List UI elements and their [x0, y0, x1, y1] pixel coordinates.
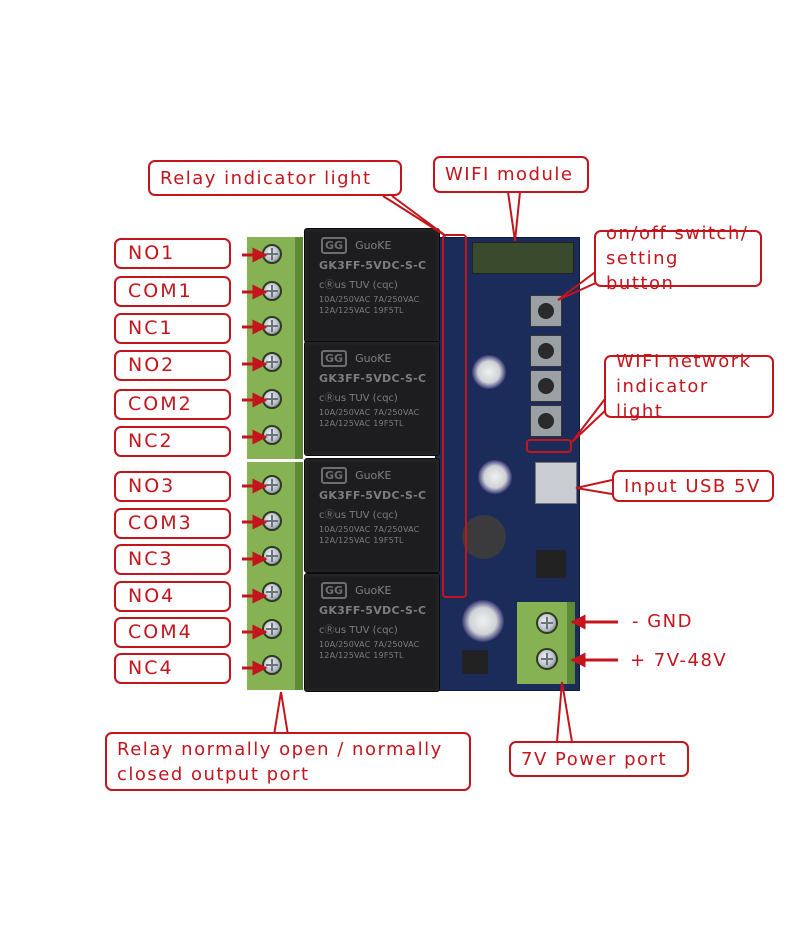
callout-wifi-module: WIFI module — [433, 156, 589, 193]
onoff-switch-leader — [557, 269, 599, 301]
relay-indicator-highlight — [442, 234, 467, 598]
wifi-indicator-leader — [571, 394, 609, 443]
usb-port[interactable] — [535, 462, 577, 504]
pin-label-no3: NO3 — [114, 471, 231, 502]
relay-cert: cⓇus TUV (cqc) — [319, 393, 398, 404]
ic-chip — [536, 550, 566, 578]
relay-spec-2: 12A/125VAC 19F5TL — [319, 306, 404, 315]
callout-input-usb: Input USB 5V — [612, 470, 774, 502]
pin-label-com3: COM3 — [114, 508, 231, 539]
relay-spec-2: 12A/125VAC 19F5TL — [319, 536, 404, 545]
pin-label-text: NC1 — [128, 317, 174, 339]
setting-button-s3[interactable] — [530, 370, 562, 402]
pin-label-text: NO4 — [128, 585, 176, 607]
callout-output-port-line1: Relay normally open / normally — [117, 738, 443, 760]
relay-logo: GG — [321, 582, 348, 599]
inductor — [462, 515, 506, 559]
power-port-leader — [556, 681, 573, 743]
relay-model: GK3FF-5VDC-S-C — [319, 259, 427, 272]
relay-model: GK3FF-5VDC-S-C — [319, 604, 427, 617]
wifi-module-chip — [472, 242, 574, 274]
relay-logo: GG — [321, 467, 348, 484]
relay-spec-1: 10A/250VAC 7A/250VAC — [319, 408, 420, 417]
regulator-chip — [462, 650, 488, 674]
relay-model: GK3FF-5VDC-S-C — [319, 489, 427, 502]
pin-label-no2: NO2 — [114, 350, 231, 381]
callout-power-port: 7V Power port — [509, 741, 689, 777]
relay-brand: GuoKE — [355, 584, 392, 597]
callout-output-port-line2: closed output port — [117, 763, 310, 785]
relay-cert: cⓇus TUV (cqc) — [319, 510, 398, 521]
callout-wifi-network-line1: WIFI network — [616, 351, 752, 372]
relay-spec-1: 10A/250VAC 7A/250VAC — [319, 640, 420, 649]
relay-logo: GG — [321, 237, 348, 254]
callout-wifi-module-text: WIFI module — [445, 164, 574, 185]
relay-spec-2: 12A/125VAC 19F5TL — [319, 651, 404, 660]
callout-onoff-switch-line2: setting button — [606, 248, 679, 294]
relay-logo: GG — [321, 350, 348, 367]
callout-output-port: Relay normally open / normally closed ou… — [105, 732, 471, 791]
relay-spec-1: 10A/250VAC 7A/250VAC — [319, 295, 420, 304]
relay-4: GG GuoKE GK3FF-5VDC-S-C cⓇus TUV (cqc) 10… — [304, 573, 440, 692]
relay-indicator-leader — [382, 195, 447, 237]
terminal-block-upper — [247, 237, 303, 459]
relay-2: GG GuoKE GK3FF-5VDC-S-C cⓇus TUV (cqc) 10… — [304, 341, 440, 456]
pin-label-nc4: NC4 — [114, 653, 231, 684]
relay-model: GK3FF-5VDC-S-C — [319, 372, 427, 385]
callout-onoff-switch: on/off switch/ setting button — [594, 223, 762, 294]
relay-spec-1: 10A/250VAC 7A/250VAC — [319, 525, 420, 534]
relay-spec-2: 12A/125VAC 19F5TL — [319, 419, 404, 428]
callout-wifi-network-indicator: WIFI network indicator light — [604, 351, 774, 422]
pin-label-text: NC3 — [128, 548, 174, 570]
pin-label-text: COM4 — [128, 621, 193, 643]
pin-label-nc3: NC3 — [114, 544, 231, 575]
capacitor-1 — [472, 355, 506, 389]
pin-label-com1: COM1 — [114, 276, 231, 307]
callout-relay-indicator-text: Relay indicator light — [160, 167, 372, 189]
callout-onoff-switch-line1: on/off switch/ — [606, 223, 749, 244]
usb-leader — [575, 479, 613, 495]
screw-terminal-vin — [536, 648, 558, 670]
relay-brand: GuoKE — [355, 239, 392, 252]
pin-label-text: NC4 — [128, 657, 174, 679]
pin-label-no4: NO4 — [114, 581, 231, 612]
pin-label-nc1: NC1 — [114, 313, 231, 344]
label-gnd: - GND — [632, 611, 693, 632]
pin-label-nc2: NC2 — [114, 426, 231, 457]
pin-label-com4: COM4 — [114, 617, 231, 648]
setting-button-s1[interactable] — [530, 295, 562, 327]
pin-label-text: NO1 — [128, 242, 176, 264]
capacitor-3 — [462, 600, 504, 642]
relay-brand: GuoKE — [355, 469, 392, 482]
label-vin: + 7V-48V — [630, 650, 728, 671]
setting-button-s4[interactable] — [530, 405, 562, 437]
capacitor-2 — [478, 460, 512, 494]
relay-1: GG GuoKE GK3FF-5VDC-S-C cⓇus TUV (cqc) 10… — [304, 228, 440, 343]
relay-cert: cⓇus TUV (cqc) — [319, 625, 398, 636]
relay-cert: cⓇus TUV (cqc) — [319, 280, 398, 291]
callout-input-usb-text: Input USB 5V — [624, 475, 761, 497]
callout-wifi-network-line2: indicator light — [616, 376, 709, 422]
wifi-indicator-highlight — [526, 439, 572, 453]
relay-3: GG GuoKE GK3FF-5VDC-S-C cⓇus TUV (cqc) 10… — [304, 458, 440, 573]
callout-relay-indicator-light: Relay indicator light — [148, 160, 402, 196]
pin-label-text: COM1 — [128, 280, 193, 302]
pin-label-text: NC2 — [128, 430, 174, 452]
wifi-module-leader — [507, 191, 521, 242]
output-port-leader — [273, 691, 289, 736]
pin-label-no1: NO1 — [114, 238, 231, 269]
pin-label-text: NO3 — [128, 475, 176, 497]
relay-brand: GuoKE — [355, 352, 392, 365]
setting-button-s2[interactable] — [530, 335, 562, 367]
pin-label-com2: COM2 — [114, 389, 231, 420]
terminal-block-lower — [247, 462, 303, 690]
screw-terminal-gnd — [536, 612, 558, 634]
pin-label-text: COM3 — [128, 512, 193, 534]
pin-label-text: NO2 — [128, 354, 176, 376]
callout-power-port-text: 7V Power port — [521, 748, 668, 770]
pin-label-text: COM2 — [128, 393, 193, 415]
